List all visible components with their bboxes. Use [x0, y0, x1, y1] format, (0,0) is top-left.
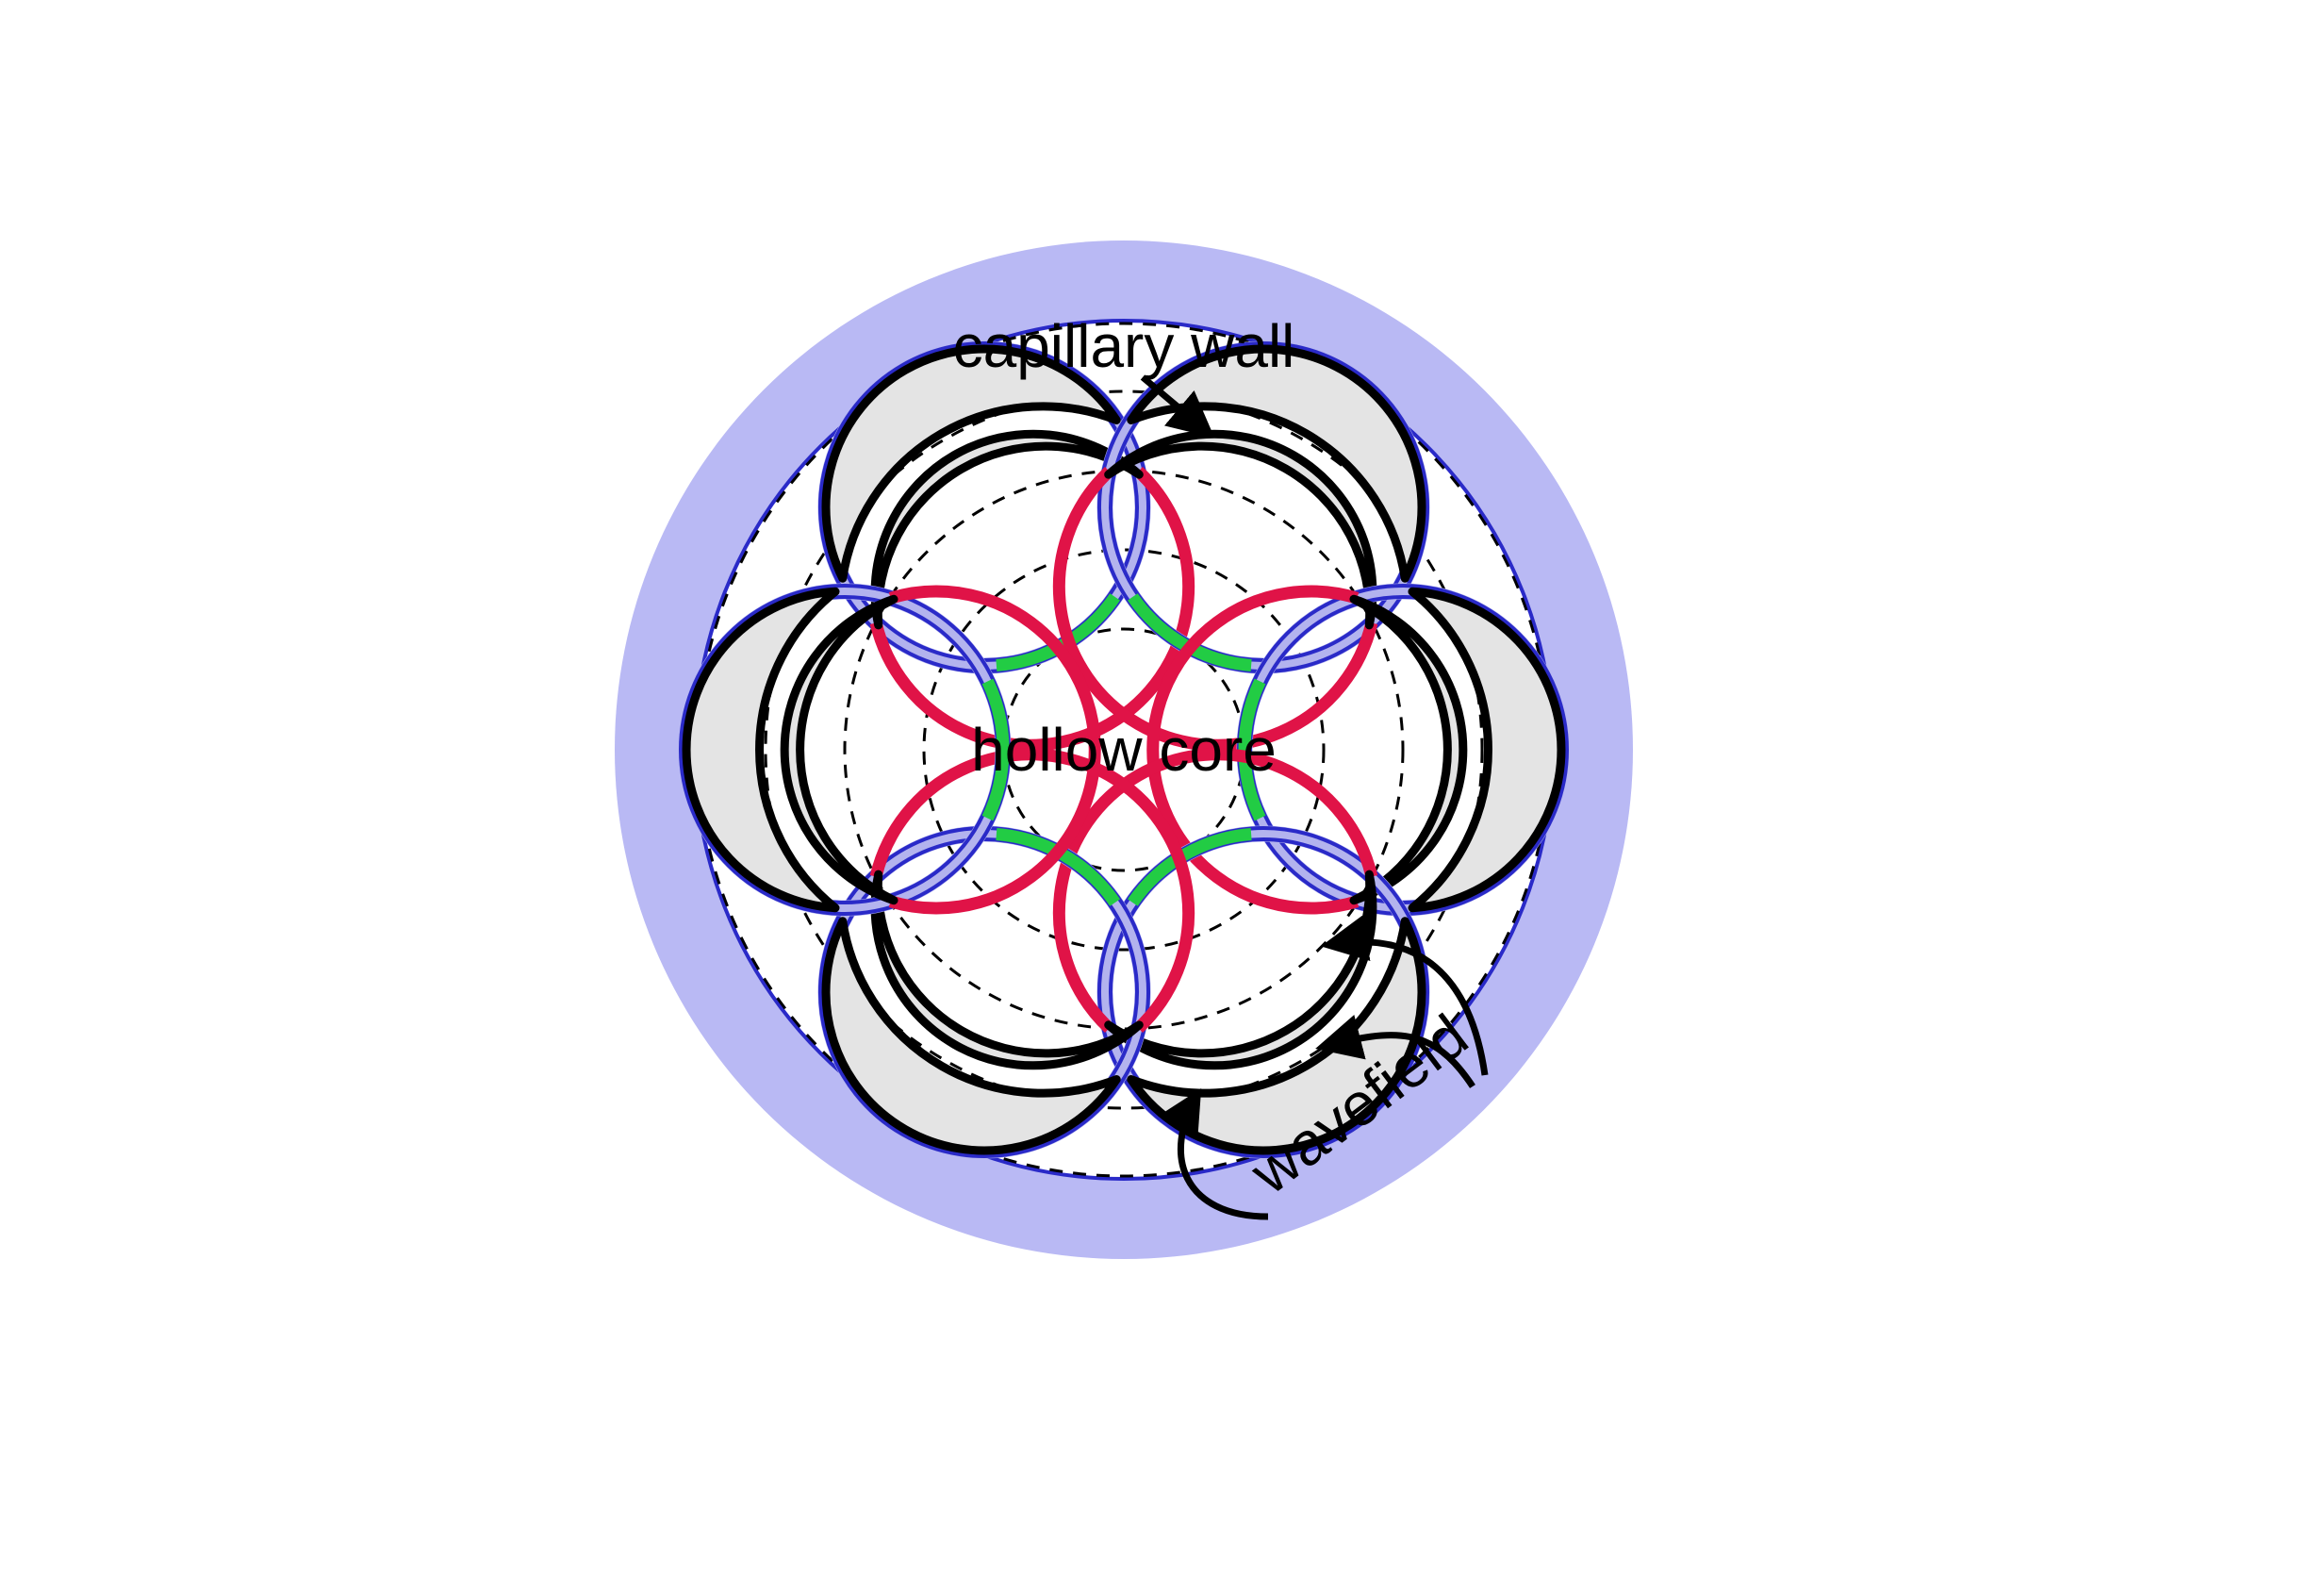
capillary-wall-label: capillary wall: [953, 312, 1295, 380]
guide-circle-3: [843, 469, 1405, 1031]
capillary-wall-leader: [1140, 374, 1215, 439]
hollow-core-label: hollow core: [971, 716, 1277, 784]
guide-circle-4: [764, 389, 1484, 1110]
wavefield-leaders: [1158, 915, 1489, 1220]
guide-circle-2: [922, 548, 1326, 952]
